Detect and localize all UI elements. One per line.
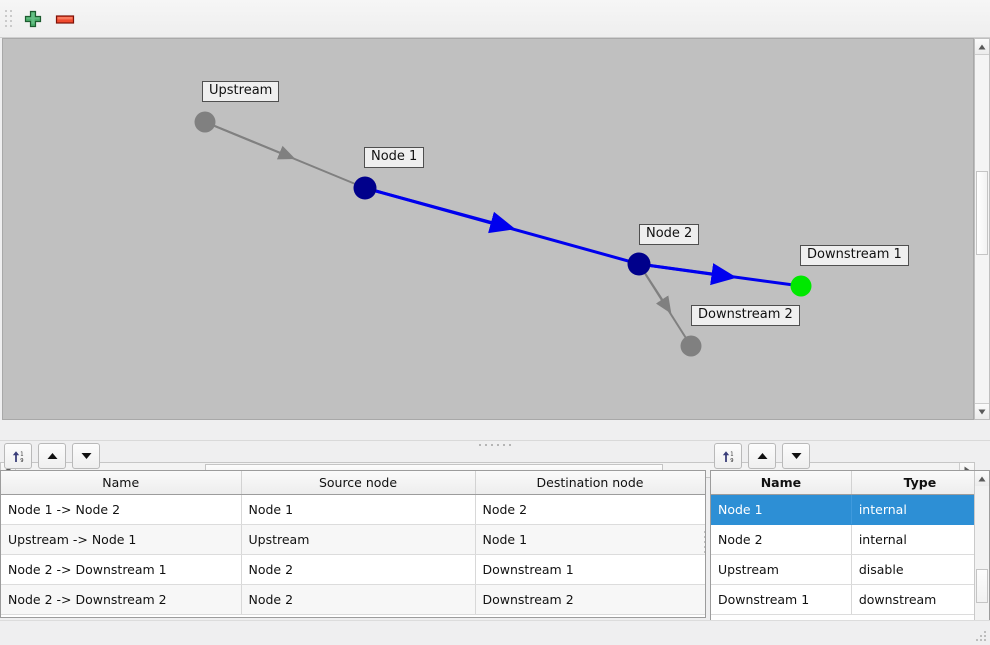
nodes-column-name[interactable]: Name (711, 471, 852, 495)
pane-splitter[interactable] (0, 440, 990, 449)
nodes-sort-button[interactable]: 1 9 (714, 443, 742, 469)
edge-destination-cell[interactable]: Downstream 2 (475, 584, 705, 615)
graph-svg (194, 111, 812, 357)
node-name-cell[interactable]: Node 1 (711, 494, 852, 525)
graph-pane: Upstream Node 1 Node 2 Downstream 1 Down… (0, 38, 990, 478)
plus-icon (24, 10, 42, 27)
node-type-cell[interactable]: internal (851, 524, 989, 555)
splitter-grip-icon (479, 444, 511, 446)
window-resize-grip[interactable] (976, 631, 988, 643)
nodes-column-type[interactable]: Type (851, 471, 989, 495)
edge-source-cell[interactable]: Upstream (241, 524, 476, 555)
edges-column-source[interactable]: Source node (241, 471, 476, 495)
edges-panel-grip[interactable] (703, 529, 705, 555)
table-row[interactable]: Node 2 -> Downstream 1 Node 2 Downstream… (1, 554, 705, 585)
nodes-table: Name Type Node 1 internal Node 2 interna… (711, 471, 989, 615)
edge-name-cell[interactable]: Node 1 -> Node 2 (1, 494, 242, 525)
edges-column-destination[interactable]: Destination node (475, 471, 705, 495)
status-bar (0, 620, 990, 645)
graph-node-label-downstream1[interactable]: Downstream 1 (800, 245, 909, 266)
table-row[interactable]: Node 1 internal (711, 494, 989, 525)
edge-destination-cell[interactable]: Node 2 (475, 494, 705, 525)
table-row[interactable]: Downstream 1 downstream (711, 584, 989, 615)
nodes-panel: 1 9 Name Type (710, 442, 990, 645)
graph-canvas[interactable]: Upstream Node 1 Node 2 Downstream 1 Down… (2, 38, 974, 420)
graph-edge-node2-downstream2[interactable] (638, 263, 692, 347)
graph-node-downstream1[interactable] (790, 275, 812, 297)
edges-column-name[interactable]: Name (1, 471, 242, 495)
edge-destination-cell[interactable]: Node 1 (475, 524, 705, 555)
remove-button[interactable] (49, 4, 81, 34)
nodes-table-header-row: Name Type (711, 471, 989, 495)
svg-text:9: 9 (20, 458, 23, 464)
arrow-up-icon (47, 453, 57, 459)
graph-node-label-node1[interactable]: Node 1 (364, 147, 425, 168)
node-name-cell[interactable]: Node 2 (711, 524, 852, 555)
graph-edge-upstream-node1[interactable] (204, 121, 366, 189)
scroll-down-icon[interactable] (975, 403, 989, 419)
sort-icon: 1 9 (722, 450, 733, 464)
node-type-cell[interactable]: internal (851, 494, 989, 525)
graph-edge-node2-downstream1[interactable] (638, 262, 802, 288)
nodes-move-down-button[interactable] (782, 443, 810, 469)
arrow-down-icon (81, 453, 91, 459)
graph-node-label-downstream2[interactable]: Downstream 2 (691, 305, 800, 326)
minus-icon (55, 14, 75, 24)
edges-table-header-row: Name Source node Destination node (1, 471, 705, 495)
graph-edge-node1-node2[interactable] (364, 186, 640, 266)
node-name-cell[interactable]: Upstream (711, 554, 852, 585)
edge-destination-cell[interactable]: Downstream 1 (475, 554, 705, 585)
table-row[interactable]: Upstream -> Node 1 Upstream Node 1 (1, 524, 705, 555)
arrow-down-icon (791, 453, 801, 459)
graph-node-node1[interactable] (353, 176, 377, 200)
graph-node-label-node2[interactable]: Node 2 (639, 224, 700, 245)
table-row[interactable]: Upstream disable (711, 554, 989, 585)
edges-table: Name Source node Destination node Node 1… (1, 471, 705, 615)
edge-source-cell[interactable]: Node 2 (241, 554, 476, 585)
node-type-cell[interactable]: downstream (851, 584, 989, 615)
table-row[interactable]: Node 2 internal (711, 524, 989, 555)
edges-sort-button[interactable]: 1 9 (4, 443, 32, 469)
edges-panel: 1 9 Name Source n (0, 442, 708, 622)
graph-vscroll-thumb[interactable] (976, 171, 988, 255)
node-type-cell[interactable]: disable (851, 554, 989, 585)
nodes-table-container[interactable]: Name Type Node 1 internal Node 2 interna… (710, 470, 990, 645)
svg-text:1: 1 (730, 451, 733, 457)
edge-source-cell[interactable]: Node 2 (241, 584, 476, 615)
edge-name-cell[interactable]: Upstream -> Node 1 (1, 524, 242, 555)
arrow-up-icon (757, 453, 767, 459)
sort-icon: 1 9 (12, 450, 23, 464)
toolbar-grip[interactable] (4, 8, 13, 30)
scroll-up-icon[interactable] (975, 471, 989, 486)
edges-move-up-button[interactable] (38, 443, 66, 469)
node-name-cell[interactable]: Downstream 1 (711, 584, 852, 615)
nodes-toolbar: 1 9 (710, 442, 990, 470)
graph-node-node2[interactable] (627, 252, 651, 276)
edges-toolbar: 1 9 (0, 442, 708, 470)
table-row[interactable]: Node 1 -> Node 2 Node 1 Node 2 (1, 494, 705, 525)
edge-source-cell[interactable]: Node 1 (241, 494, 476, 525)
nodes-table-scroll-thumb[interactable] (976, 569, 988, 603)
scroll-up-icon[interactable] (975, 39, 989, 55)
graph-vertical-scrollbar[interactable] (974, 38, 990, 420)
graph-node-upstream[interactable] (194, 111, 216, 133)
nodes-move-up-button[interactable] (748, 443, 776, 469)
graph-node-downstream2[interactable] (680, 335, 702, 357)
main-toolbar (0, 0, 990, 38)
svg-text:9: 9 (730, 458, 733, 464)
edge-name-cell[interactable]: Node 2 -> Downstream 1 (1, 554, 242, 585)
graph-node-label-upstream[interactable]: Upstream (202, 81, 280, 102)
edge-name-cell[interactable]: Node 2 -> Downstream 2 (1, 584, 242, 615)
table-row[interactable]: Node 2 -> Downstream 2 Node 2 Downstream… (1, 584, 705, 615)
add-button[interactable] (17, 4, 49, 34)
edges-move-down-button[interactable] (72, 443, 100, 469)
nodes-table-scrollbar[interactable] (974, 471, 989, 645)
svg-text:1: 1 (20, 451, 23, 457)
edges-table-container[interactable]: Name Source node Destination node Node 1… (0, 470, 706, 618)
